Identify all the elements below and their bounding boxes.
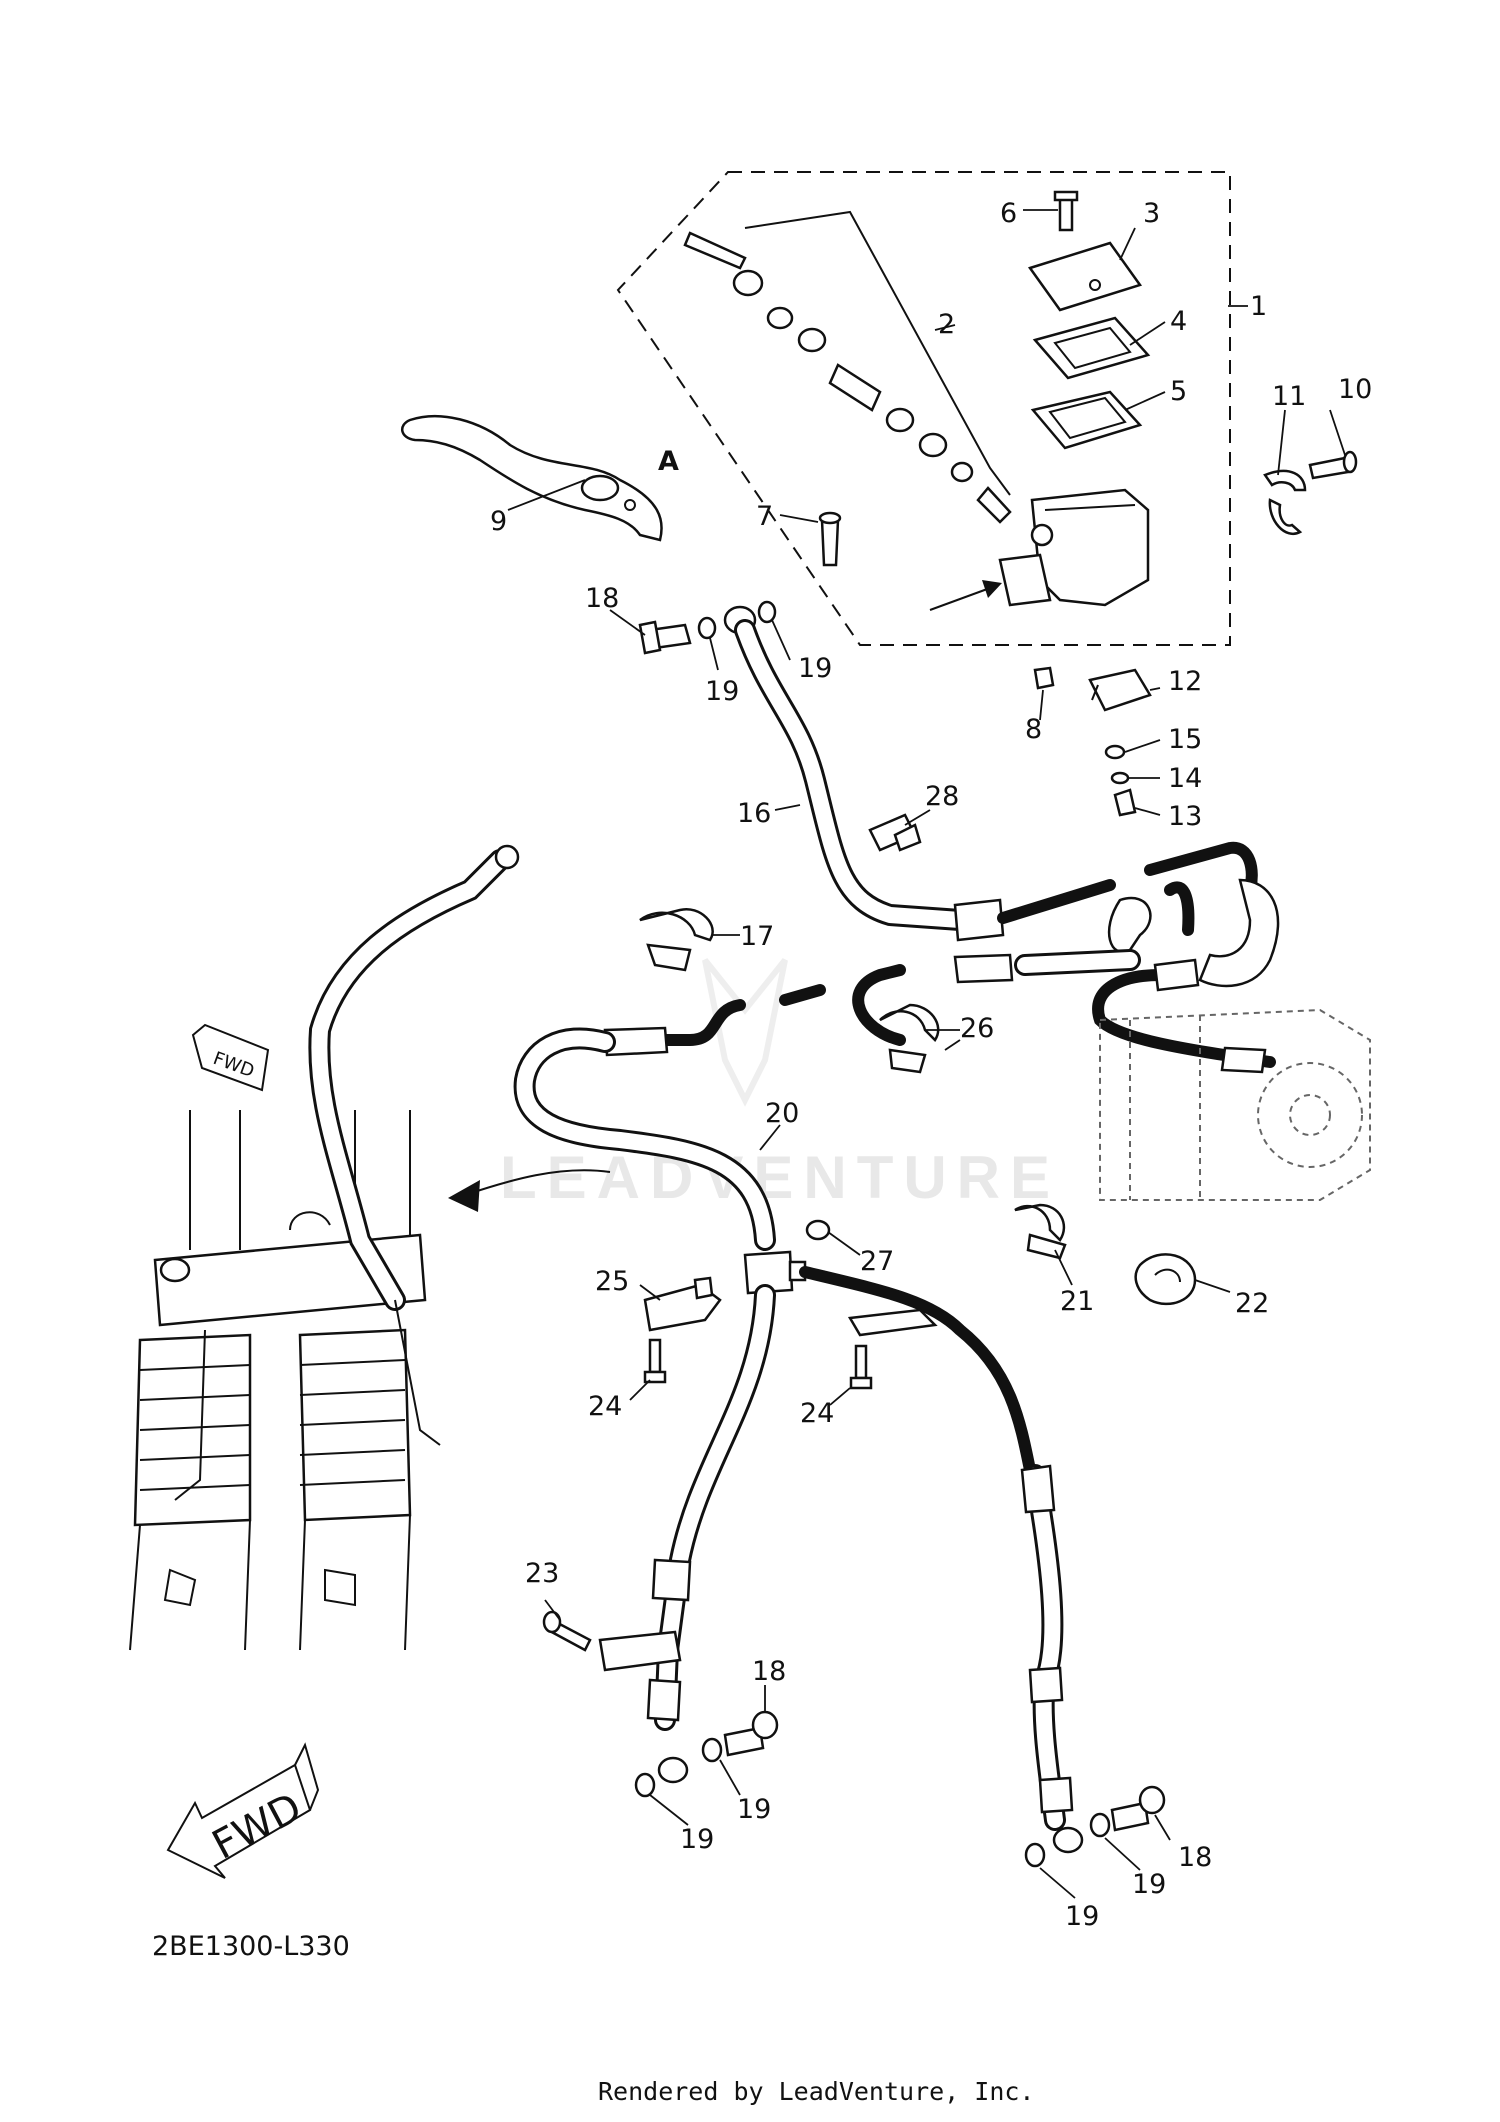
callout-19-top-right: 19 bbox=[798, 653, 832, 684]
callout-10: 10 bbox=[1338, 374, 1372, 405]
banjo-lower-left bbox=[657, 1756, 689, 1784]
washer-lower-right-a bbox=[1024, 1842, 1046, 1868]
brake-hose-middle bbox=[513, 949, 1141, 1251]
view-letter-a: A bbox=[658, 446, 679, 477]
hose-clip-21 bbox=[1014, 1203, 1067, 1260]
diaphragm-plate bbox=[1032, 316, 1151, 380]
callout-7: 7 bbox=[756, 501, 773, 532]
callout-24-right: 24 bbox=[800, 1398, 834, 1429]
callout-23: 23 bbox=[525, 1558, 559, 1589]
direction-arrow bbox=[448, 1169, 611, 1212]
hose-clip-26 bbox=[879, 1003, 940, 1074]
hose-guide-bolt bbox=[542, 1610, 592, 1652]
switch-washer bbox=[1104, 744, 1126, 760]
switch-screw bbox=[1113, 788, 1137, 817]
abs-unit bbox=[1099, 1008, 1371, 1201]
callout-19-top-left: 19 bbox=[705, 676, 739, 707]
fwd-large-text: FWD bbox=[205, 1784, 309, 1868]
fwd-small-text: FWD bbox=[210, 1048, 257, 1082]
footer-text: Rendered by LeadVenture, Inc. bbox=[598, 2077, 1035, 2106]
callout-20: 20 bbox=[765, 1098, 799, 1129]
brake-light-switch bbox=[1088, 668, 1152, 712]
assembly-arrow bbox=[929, 580, 1002, 611]
watermark-logo bbox=[702, 958, 788, 1107]
pivot-bolt bbox=[818, 511, 842, 567]
callout-18-lower-left: 18 bbox=[752, 1656, 786, 1687]
callout-1: 1 bbox=[1250, 291, 1267, 322]
callout-24-left: 24 bbox=[588, 1391, 622, 1422]
callout-14: 14 bbox=[1168, 763, 1202, 794]
callout-26: 26 bbox=[960, 1013, 994, 1044]
callout-18-top: 18 bbox=[585, 583, 619, 614]
callout-25: 25 bbox=[595, 1266, 629, 1297]
washer-lower-left-a bbox=[634, 1772, 656, 1798]
hose-clip-22 bbox=[1134, 1253, 1197, 1306]
hose-clip-28 bbox=[868, 813, 922, 852]
union-bolt-lower-right bbox=[1110, 1785, 1166, 1832]
callout-2: 2 bbox=[938, 309, 955, 340]
union-bolt-top bbox=[638, 620, 692, 655]
callout-13: 13 bbox=[1168, 801, 1202, 832]
bracket-bolt-left bbox=[643, 1338, 667, 1384]
diagram-code: 2BE1300-L330 bbox=[152, 1931, 350, 1962]
union-bolt-lower-left bbox=[723, 1710, 779, 1757]
hose-joint-right bbox=[1092, 878, 1280, 1074]
splitter-nut bbox=[805, 1219, 831, 1241]
master-cylinder-body bbox=[998, 488, 1150, 607]
hose-bracket bbox=[643, 1276, 722, 1332]
hose-splitter bbox=[743, 1250, 807, 1295]
callout-4: 4 bbox=[1170, 306, 1187, 337]
front-fork bbox=[129, 844, 520, 1651]
callout-19-lower-left-a: 19 bbox=[680, 1824, 714, 1855]
washer-top-left bbox=[697, 616, 717, 640]
callout-5: 5 bbox=[1170, 376, 1187, 407]
callout-21: 21 bbox=[1060, 1286, 1094, 1317]
diaphragm bbox=[1030, 390, 1143, 450]
callout-19-lower-right-a: 19 bbox=[1065, 1901, 1099, 1932]
callout-22: 22 bbox=[1235, 1288, 1269, 1319]
leader-lines bbox=[507, 209, 1346, 1899]
callout-3: 3 bbox=[1143, 198, 1160, 229]
pivot-nut bbox=[1033, 666, 1055, 690]
brake-hose-lower-left bbox=[598, 1284, 776, 1731]
callout-11: 11 bbox=[1272, 381, 1306, 412]
callout-28: 28 bbox=[925, 781, 959, 812]
fwd-tag-small: FWD bbox=[191, 1023, 270, 1092]
brake-hose-lower-right bbox=[799, 1266, 1074, 1831]
hose-clip-17 bbox=[639, 907, 714, 972]
callout-8: 8 bbox=[1025, 714, 1042, 745]
watermark-text: LEADVENTURE bbox=[500, 1144, 1060, 1211]
brake-lever bbox=[401, 414, 663, 542]
assembly-boundary bbox=[616, 171, 1231, 646]
callout-9: 9 bbox=[490, 506, 507, 537]
reservoir-cap bbox=[1027, 241, 1143, 312]
callout-27: 27 bbox=[860, 1246, 894, 1277]
callout-19-lower-left-b: 19 bbox=[737, 1794, 771, 1825]
callout-15: 15 bbox=[1168, 724, 1202, 755]
piston-kit bbox=[683, 210, 1012, 524]
brake-hose-upper bbox=[734, 619, 1258, 942]
handlebar-clamp bbox=[1263, 469, 1307, 535]
switch-lockwasher bbox=[1110, 771, 1130, 785]
callout-16: 16 bbox=[737, 798, 771, 829]
clamp-bolt bbox=[1308, 450, 1358, 480]
callout-12: 12 bbox=[1168, 666, 1202, 697]
banjo-lower-right bbox=[1052, 1826, 1084, 1854]
washer-top-right bbox=[757, 600, 777, 624]
callout-19-lower-right-b: 19 bbox=[1132, 1869, 1166, 1900]
callout-18-lower-right: 18 bbox=[1178, 1842, 1212, 1873]
washer-lower-right-b bbox=[1089, 1812, 1111, 1838]
bracket-bolt-right bbox=[849, 1344, 873, 1390]
callout-6: 6 bbox=[1000, 198, 1017, 229]
washer-lower-left-b bbox=[701, 1737, 723, 1763]
fwd-arrow-large: FWD bbox=[166, 1742, 320, 1879]
callout-17: 17 bbox=[740, 921, 774, 952]
cap-screw bbox=[1053, 190, 1079, 232]
